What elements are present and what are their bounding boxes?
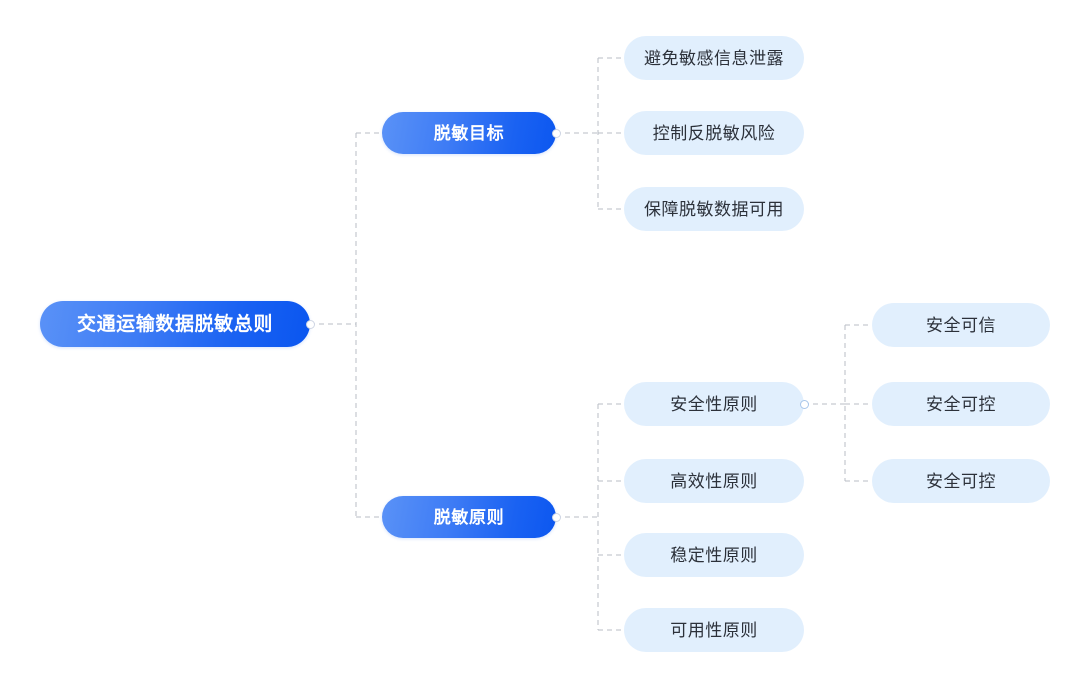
node-label: 稳定性原则: [670, 545, 758, 565]
leaf-node-principle-2[interactable]: 高效性原则: [624, 459, 804, 503]
node-label: 避免敏感信息泄露: [644, 48, 784, 68]
leaf-node-goal-2[interactable]: 控制反脱敏风险: [624, 111, 804, 155]
connector-dot-icon: [552, 128, 561, 138]
connector-dot-icon: [306, 319, 315, 329]
branch-node-branch-1[interactable]: 脱敏目标: [382, 112, 556, 154]
node-label: 高效性原则: [670, 471, 758, 491]
node-label: 安全可控: [926, 394, 996, 414]
leaf-node-goal-1[interactable]: 避免敏感信息泄露: [624, 36, 804, 80]
node-label: 安全性原则: [670, 394, 758, 414]
node-label: 保障脱敏数据可用: [644, 199, 784, 219]
leaf-node-principle-3[interactable]: 稳定性原则: [624, 533, 804, 577]
node-label: 安全可信: [926, 315, 996, 335]
node-label: 可用性原则: [670, 620, 758, 640]
connector-dot-icon: [552, 512, 561, 522]
branch-node-branch-2[interactable]: 脱敏原则: [382, 496, 556, 538]
connector-dot-icon: [800, 399, 809, 409]
leaf-node-sec-2[interactable]: 安全可控: [872, 382, 1050, 426]
node-label: 控制反脱敏风险: [652, 123, 776, 143]
leaf-node-principle-4[interactable]: 可用性原则: [624, 608, 804, 652]
leaf-node-principle-1[interactable]: 安全性原则: [624, 382, 804, 426]
leaf-node-sec-3[interactable]: 安全可控: [872, 459, 1050, 503]
leaf-node-goal-3[interactable]: 保障脱敏数据可用: [624, 187, 804, 231]
leaf-node-sec-1[interactable]: 安全可信: [872, 303, 1050, 347]
node-label: 交通运输数据脱敏总则: [76, 313, 273, 335]
node-label: 脱敏原则: [433, 507, 505, 527]
root-node-root[interactable]: 交通运输数据脱敏总则: [40, 301, 310, 347]
node-label: 安全可控: [926, 471, 996, 491]
node-label: 脱敏目标: [433, 123, 505, 143]
